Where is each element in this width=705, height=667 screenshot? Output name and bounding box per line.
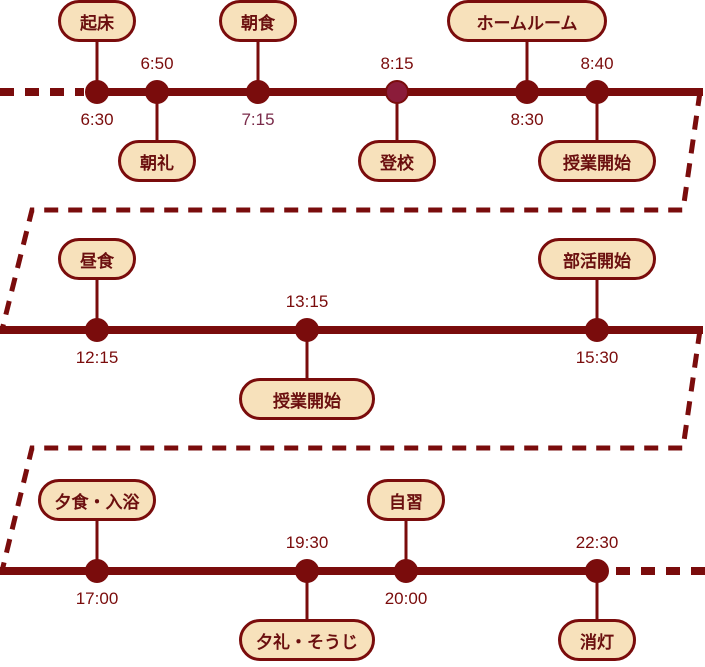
event-node	[85, 318, 109, 342]
row-connector-dashed	[0, 91, 703, 331]
event-time: 17:00	[75, 589, 119, 608]
event-node	[295, 318, 319, 342]
event-label-pill: 部活開始	[538, 238, 656, 280]
event-label-pill: 朝食	[219, 0, 297, 42]
event-label-pill: 授業開始	[538, 140, 656, 182]
event-time: 8:40	[580, 54, 614, 73]
event-node	[85, 559, 109, 583]
event-time: 7:15	[241, 110, 275, 129]
event-label-pill: 授業開始	[239, 378, 375, 420]
event-time: 12:15	[75, 348, 119, 367]
event-label-pill: 消灯	[558, 619, 636, 661]
event-label-pill: 昼食	[58, 238, 136, 280]
event-node	[585, 318, 609, 342]
event-time: 19:30	[285, 533, 329, 552]
event-label-pill: 夕食・入浴	[38, 479, 156, 521]
event-node	[295, 559, 319, 583]
event-time: 22:30	[575, 533, 619, 552]
event-node	[145, 80, 169, 104]
event-label-pill: 朝礼	[118, 140, 196, 182]
event-node	[246, 80, 270, 104]
event-label-pill: 自習	[367, 479, 445, 521]
row-connector-dashed	[0, 329, 703, 572]
event-time: 6:30	[80, 110, 114, 129]
event-label-pill: 夕礼・そうじ	[239, 619, 375, 661]
event-node	[585, 559, 609, 583]
event-label-pill: 登校	[358, 140, 436, 182]
event-time: 6:50	[140, 54, 174, 73]
event-time: 13:15	[285, 292, 329, 311]
event-node	[385, 80, 409, 104]
event-node	[515, 80, 539, 104]
event-label-pill: ホームルーム	[447, 0, 607, 42]
event-label-pill: 起床	[58, 0, 136, 42]
event-time: 8:15	[380, 54, 414, 73]
event-time: 8:30	[510, 110, 544, 129]
event-node	[85, 80, 109, 104]
event-time: 15:30	[575, 348, 619, 367]
event-node	[585, 80, 609, 104]
event-time: 20:00	[384, 589, 428, 608]
event-node	[394, 559, 418, 583]
